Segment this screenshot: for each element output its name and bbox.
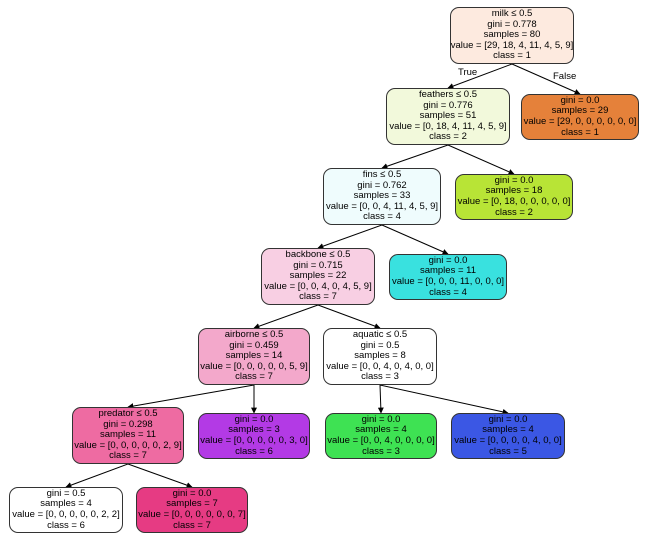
node-text-line: predator ≤ 0.5 [98,408,158,420]
tree-edge-n9-n14 [127,463,193,488]
node-text-line: gini = 0.0 [560,94,600,106]
node-text-line: class = 7 [173,519,211,531]
node-text-line: class = 1 [493,50,531,62]
node-text-line: class = 5 [489,445,527,457]
node-text-line: class = 2 [495,206,533,218]
node-text-line: value = [0, 18, 4, 11, 4, 5, 9] [389,120,507,132]
edge-label-true: True [458,67,477,78]
node-text-line: milk ≤ 0.5 [491,8,533,20]
tree-edge-n0-n1 [447,63,513,89]
node-text-line: gini = 0.5 [360,339,400,351]
node-text-line: class = 6 [47,519,85,531]
node-text-line: gini = 0.778 [487,18,537,30]
tree-edge-n8-n11 [377,384,384,414]
node-text-line: fins ≤ 0.5 [362,169,402,181]
node-text-line: class = 6 [235,445,273,457]
node-text-line: samples = 11 [419,265,477,277]
tree-edge-n8-n12 [379,384,509,415]
node-text-line: samples = 18 [485,185,543,197]
node-text-line: samples = 51 [419,110,477,122]
node-text-line: samples = 4 [40,498,92,510]
node-text-line: value = [0, 0, 0, 0, 0, 2, 9] [74,439,182,451]
node-text-line: feathers ≤ 0.5 [418,89,478,101]
tree-edge-n3-n6 [381,224,449,255]
node-text-line: samples = 7 [166,498,218,510]
node-text-line: gini = 0.762 [357,179,407,191]
node-text-line: aquatic ≤ 0.5 [352,329,408,341]
tree-edge-n3-n5 [317,224,383,249]
node-text-line: gini = 0.715 [293,259,343,271]
node-text-line: value = [0, 0, 4, 11, 4, 5, 9] [325,200,439,212]
tree-edge-n9-n13 [65,463,129,488]
node-text-line: samples = 14 [225,350,283,362]
edge-label-false: False [553,71,576,82]
node-text-line: gini = 0.776 [423,99,473,111]
node-text-line: value = [29, 0, 0, 0, 0, 0, 0] [523,116,637,127]
node-text-line: gini = 0.0 [494,174,534,186]
node-text-line: samples = 80 [483,29,541,41]
node-text-line: gini = 0.459 [229,339,279,351]
node-text-line: value = [0, 0, 4, 0, 0, 0, 0] [327,435,435,446]
node-text-line: gini = 0.0 [172,487,212,499]
node-text-line: samples = 4 [482,424,534,436]
node-text-line: class = 4 [429,286,467,298]
tree-edge-n5-n8 [317,304,381,329]
node-text-line: value = [0, 0, 0, 0, 0, 2, 2] [12,509,120,520]
node-text-line: class = 7 [109,450,147,462]
node-text-line: value = [0, 18, 0, 0, 0, 0, 0] [457,196,571,207]
tree-edge-n0-n2 [511,63,581,95]
node-text-line: value = [0, 0, 0, 0, 0, 0, 7] [138,509,246,520]
tree-edge-n1-n3 [381,144,449,170]
node-text-line: class = 3 [362,445,400,457]
node-text-line: gini = 0.0 [361,413,401,425]
node-text-line: value = [0, 0, 0, 0, 4, 0, 0] [454,435,562,446]
node-text-line: value = [0, 0, 0, 0, 0, 5, 9] [200,360,308,372]
node-text-line: gini = 0.298 [103,418,153,430]
node-text-line: value = [0, 0, 0, 0, 0, 3, 0] [200,435,308,446]
node-text-line: samples = 11 [99,429,157,441]
node-text-line: class = 1 [561,126,599,138]
node-text-line: airborne ≤ 0.5 [224,329,284,341]
node-text-line: class = 2 [429,131,467,143]
node-text-line: samples = 3 [228,424,280,436]
node-text-line: class = 7 [235,371,273,383]
node-text-line: gini = 0.0 [234,413,274,425]
node-text-line: samples = 29 [551,105,609,117]
node-text-line: class = 7 [299,291,337,303]
tree-edge-n5-n7 [253,304,319,329]
node-text-line: value = [0, 0, 0, 11, 0, 0, 0] [391,276,505,287]
tree-edge-n7-n9 [127,384,255,410]
node-text-line: gini = 0.0 [488,413,528,425]
node-text-line: value = [0, 0, 4, 0, 4, 5, 9] [264,280,372,292]
node-text-line: samples = 4 [355,424,407,436]
node-text-line: samples = 33 [353,190,411,202]
tree-edge-n1-n4 [447,144,515,175]
node-text-line: samples = 8 [354,350,406,362]
node-text-line: class = 3 [361,371,399,383]
node-text-line: value = [0, 0, 4, 0, 4, 0, 0] [326,360,434,372]
node-text-line: backbone ≤ 0.5 [285,249,351,261]
node-text-line: value = [29, 18, 4, 11, 4, 5, 9] [450,39,574,51]
node-text-line: gini = 0.5 [46,487,86,499]
node-text-line: class = 4 [363,211,401,223]
node-text-line: samples = 22 [289,270,347,282]
node-text-line: gini = 0.0 [428,254,468,266]
